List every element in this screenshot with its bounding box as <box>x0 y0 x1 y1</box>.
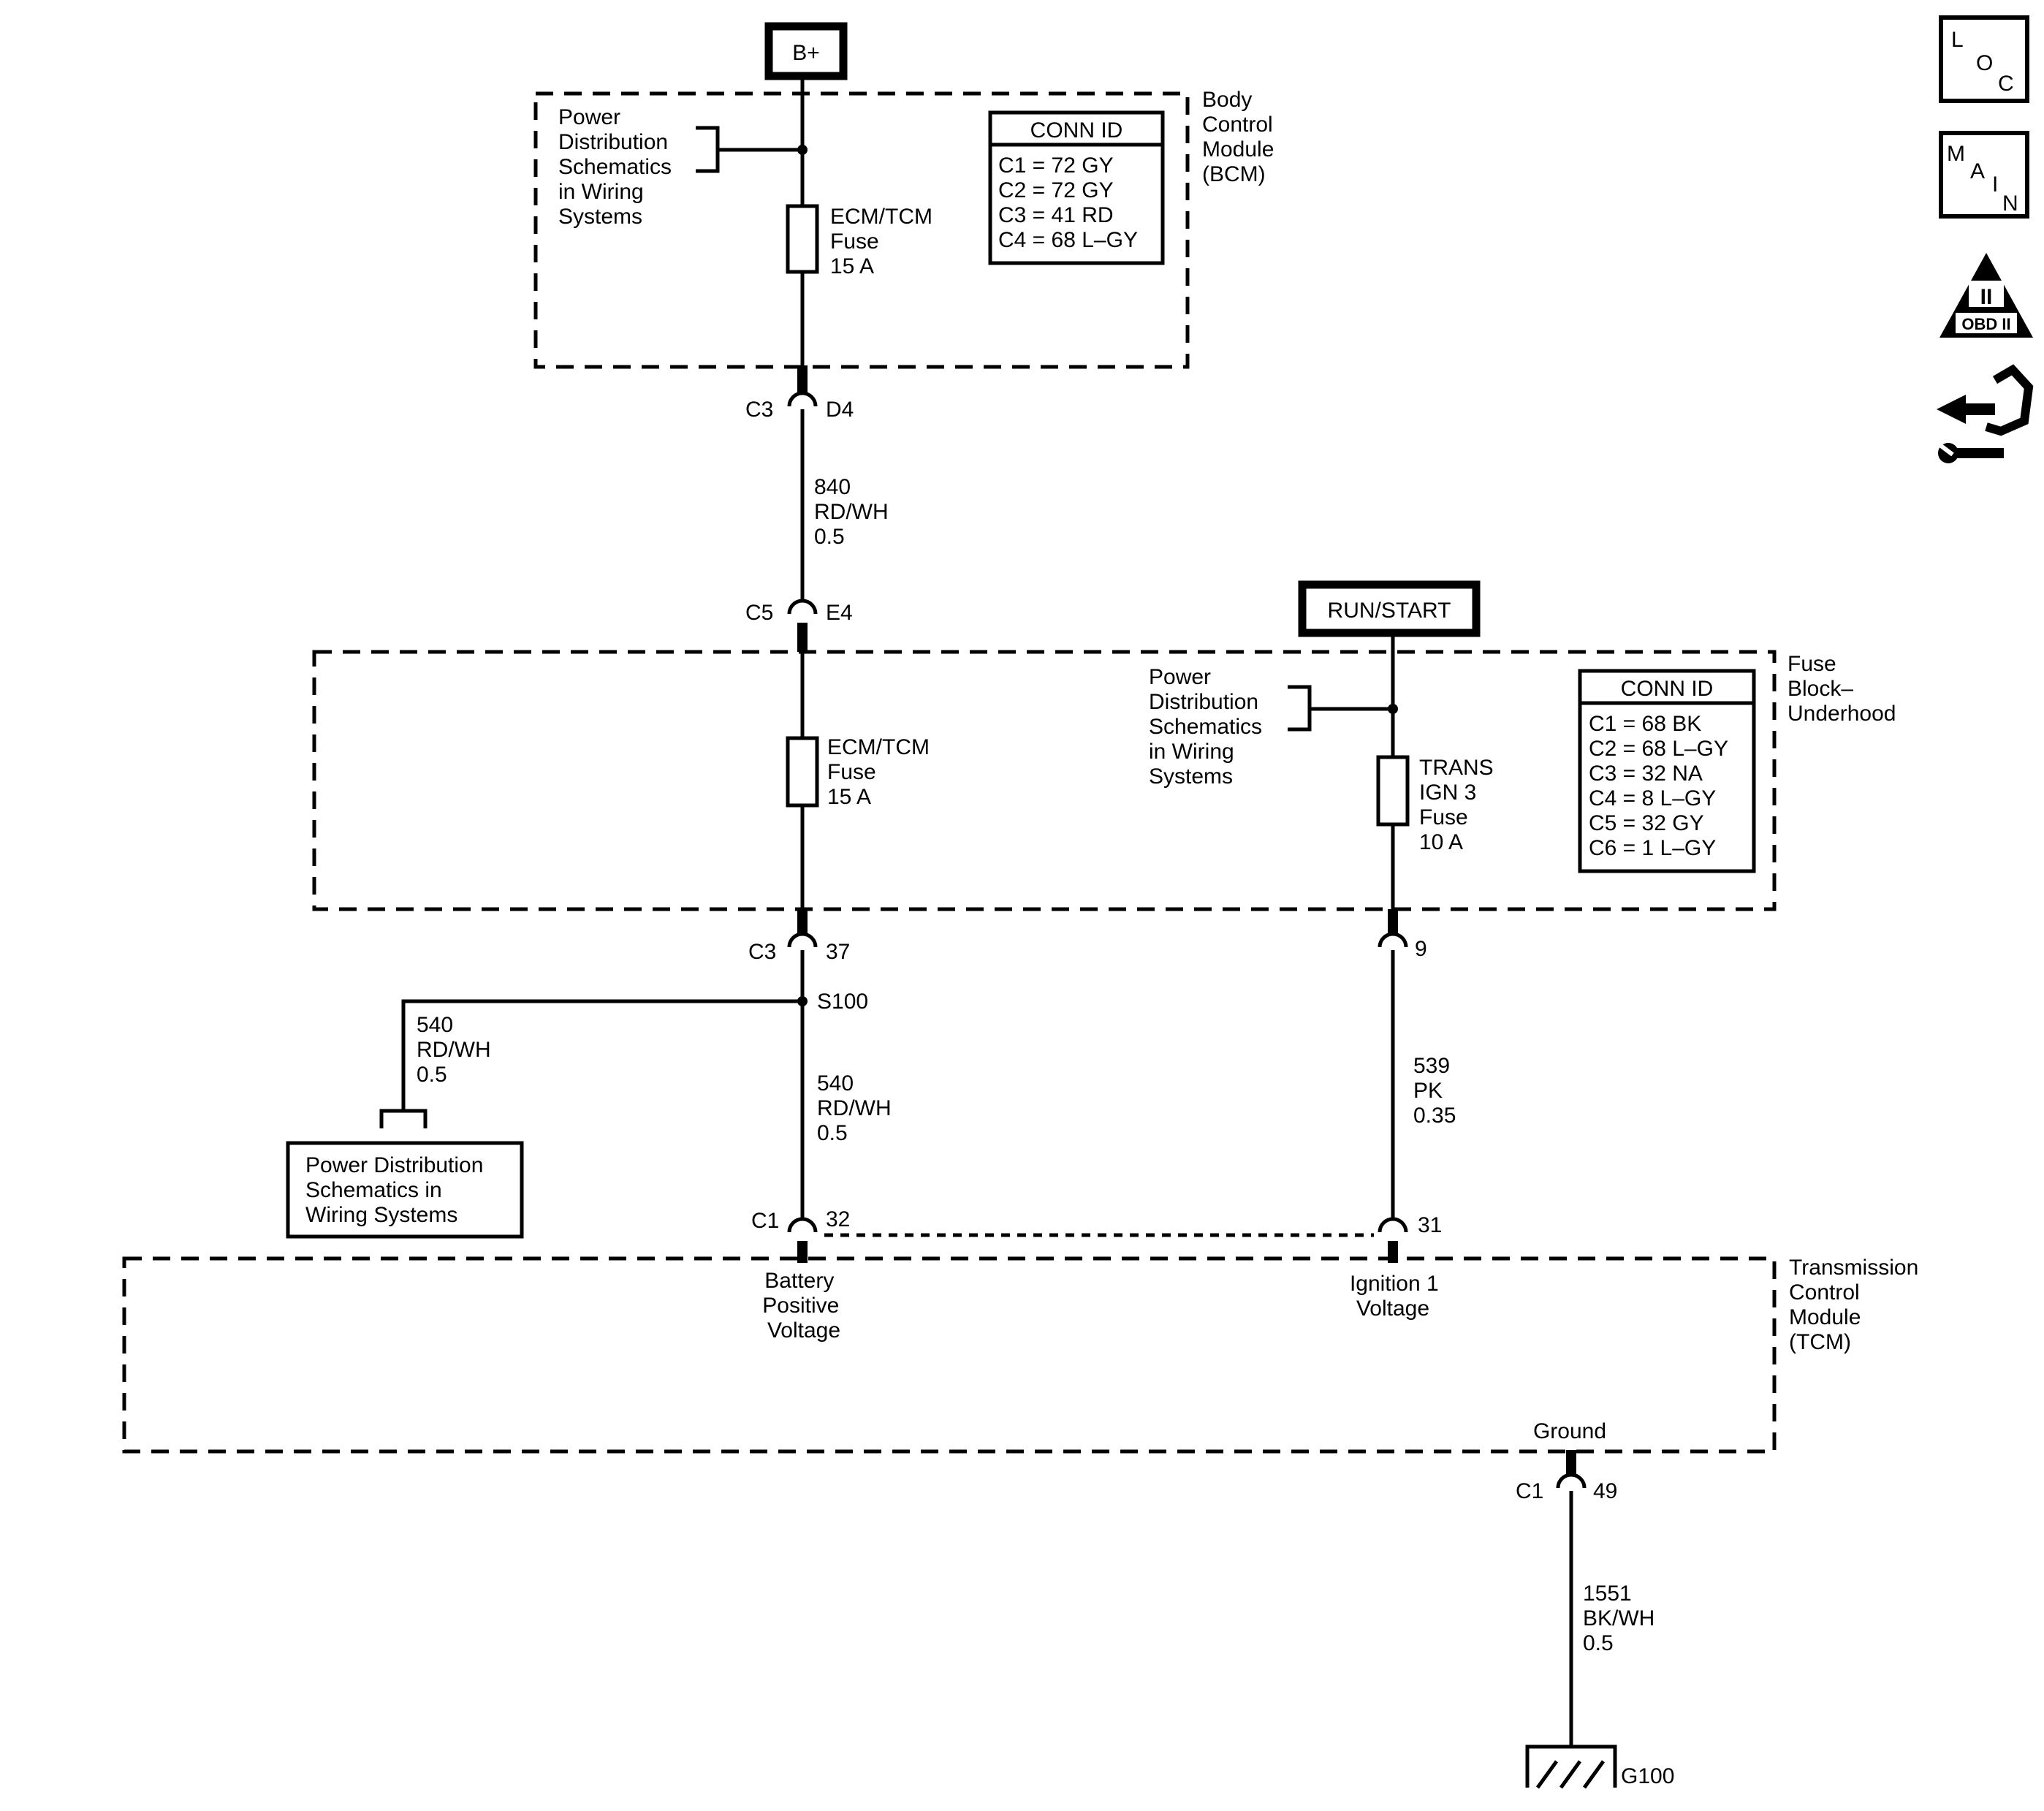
wire-540-main-label: 540 RD/WH 0.5 <box>817 1071 897 1145</box>
bcm-power-ref-label: Power Distribution Schematics in Wiring … <box>558 105 677 229</box>
svg-text:C: C <box>1998 72 2014 96</box>
fuse-block-ecm-fuse-label: ECM/TCM Fuse 15 A <box>827 735 935 809</box>
svg-text:O: O <box>1976 51 1993 75</box>
wire-540-branch <box>401 999 802 1111</box>
loc-icon[interactable]: L O C <box>1939 15 2029 103</box>
svg-text:A: A <box>1970 159 1985 183</box>
main-icon[interactable]: M A I N <box>1939 131 2029 219</box>
fuse-block-ecm-fuse-symbol <box>786 736 819 808</box>
wire-1551-label: 1551 BK/WH 0.5 <box>1583 1582 1661 1655</box>
bcm-out-connector-label: C3 <box>745 398 773 422</box>
bcm-fuse-label: ECM/TCM Fuse 15 A <box>830 205 938 278</box>
fuse-block-power-ref-bracket <box>1288 685 1393 732</box>
bcm-fuse-symbol <box>786 204 819 274</box>
tcm-battery-voltage-label: Battery Positive Voltage <box>762 1269 845 1343</box>
power-distribution-ref-text: Power Distribution Schematics in Wiring … <box>305 1153 490 1227</box>
bcm-module-boundary <box>533 91 1190 369</box>
fuse-block-trans-fuse-label: TRANS IGN 3 Fuse 10 A <box>1419 756 1500 854</box>
power-distribution-ref-box: Power Distribution Schematics in Wiring … <box>286 1141 524 1239</box>
ground-connector-label: C1 <box>1516 1479 1543 1503</box>
bcm-conn-id-rows: C1 = 72 GY C2 = 72 GY C3 = 41 RD C4 = 68… <box>998 153 1138 252</box>
obd-ii-icon[interactable]: II OBD II <box>1939 253 2033 338</box>
fuse-block-module-label: Fuse Block– Underhood <box>1787 652 1896 726</box>
tcm-module-label: Transmission Control Module (TCM) <box>1789 1256 1925 1354</box>
fuse-block-connector-c5-e4: C5 E4 <box>745 599 853 652</box>
bcm-power-ref-bracket <box>696 126 802 173</box>
battery-source-label: B+ <box>792 41 820 65</box>
fuse-block-in-connector-label: C5 <box>745 601 773 625</box>
run-start-source: RUN/START <box>1298 580 1481 637</box>
connector-service-icon[interactable] <box>1937 364 2034 463</box>
bcm-connector-c3-d4: C3 D4 <box>745 365 854 599</box>
tcm-connector-label: C1 <box>751 1209 779 1233</box>
run-start-source-label: RUN/START <box>1328 599 1451 623</box>
fuse-block-connector-pin-9: 9 <box>1378 909 1427 961</box>
fuse-block-conn-id-rows: C1 = 68 BK C2 = 68 L–GY C3 = 32 NA C4 = … <box>1589 712 1734 860</box>
fuse-block-conn-id-title: CONN ID <box>1621 677 1714 701</box>
wire-840-label: 840 RD/WH 0.5 <box>814 475 894 549</box>
ground-symbol-icon <box>1525 1744 1617 1789</box>
tcm-ground-label: Ground <box>1533 1419 1606 1443</box>
splice-s100-label: S100 <box>817 990 868 1014</box>
bcm-out-pin-label: D4 <box>826 398 854 422</box>
wire-539-label: 539 PK 0.35 <box>1413 1054 1456 1128</box>
fuse-block-out-pin-trans-label: 9 <box>1415 937 1427 961</box>
fuse-block-out-connector-label: C3 <box>748 940 776 964</box>
tcm-ignition-voltage-label: Ignition 1 Voltage <box>1350 1272 1445 1321</box>
ground-pin-label: 49 <box>1593 1479 1617 1503</box>
fuse-block-power-ref-label: Power Distribution Schematics in Wiring … <box>1149 665 1268 789</box>
fuse-block-in-pin-label: E4 <box>826 601 853 625</box>
svg-text:I: I <box>1992 172 1998 197</box>
tcm-ground-connector: C1 49 <box>1516 1450 1617 1503</box>
fuse-block-connector-c3-37: C3 37 <box>748 909 850 964</box>
ground-point-label: G100 <box>1621 1764 1674 1788</box>
tcm-module-boundary <box>122 1256 1777 1454</box>
fuse-block-boundary <box>312 650 1777 911</box>
tcm-pin-ignition-label: 31 <box>1418 1213 1442 1237</box>
fuse-block-conn-id-table: CONN ID C1 = 68 BK C2 = 68 L–GY C3 = 32 … <box>1578 669 1756 873</box>
svg-text:OBD II: OBD II <box>1961 315 2010 333</box>
svg-text:L: L <box>1951 28 1964 52</box>
tcm-connector-c1: C1 32 31 <box>751 1207 1442 1263</box>
tcm-pin-battery-label: 32 <box>826 1207 850 1231</box>
bcm-conn-id-table: CONN ID C1 = 72 GY C2 = 72 GY C3 = 41 RD… <box>988 110 1165 265</box>
power-ref-box-tab <box>379 1109 428 1128</box>
wire-540-branch-label: 540 RD/WH 0.5 <box>417 1013 497 1087</box>
bcm-module-label: Body Control Module (BCM) <box>1202 88 1280 186</box>
svg-text:M: M <box>1947 142 1965 166</box>
bcm-conn-id-title: CONN ID <box>1030 118 1123 143</box>
fuse-block-trans-fuse-symbol <box>1376 755 1410 827</box>
svg-text:N: N <box>2002 191 2018 216</box>
battery-source: B+ <box>764 22 848 80</box>
svg-text:II: II <box>1980 285 1993 309</box>
fuse-block-out-pin-label: 37 <box>826 940 850 964</box>
